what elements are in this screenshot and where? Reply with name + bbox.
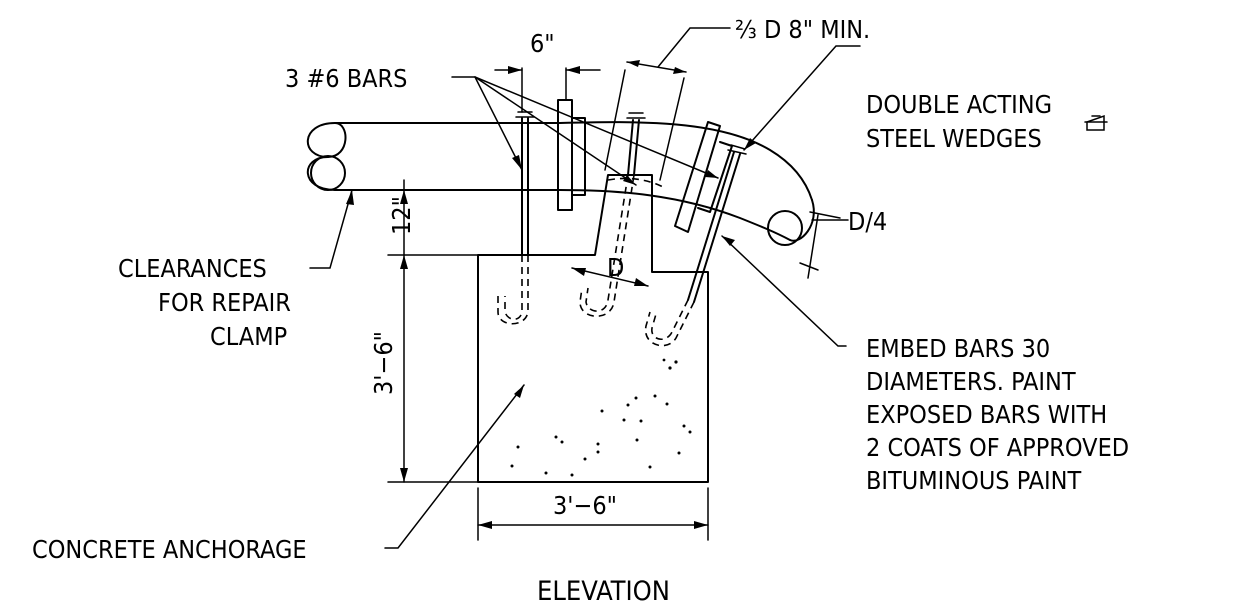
drawing-title: ELEVATION	[537, 576, 670, 606]
bars-label: 3 #6 BARS	[285, 64, 407, 93]
d-quarter-dimension	[799, 211, 849, 279]
bars-leader	[451, 76, 719, 186]
clearances-label-line2: FOR REPAIR	[158, 288, 291, 317]
embed-label-line1: EMBED BARS 30	[866, 334, 1050, 363]
d-quarter-label: D/4	[848, 207, 887, 236]
height-dim-label: 3'−6"	[369, 331, 398, 395]
clearances-label-line3: CLAMP	[210, 322, 287, 351]
width-dimension	[477, 487, 709, 541]
embed-label-line2: DIAMETERS. PAINT	[866, 367, 1076, 396]
d-label: D	[607, 253, 624, 282]
two-thirds-d-dimension	[604, 27, 731, 181]
concrete-anchorage-block	[477, 174, 709, 483]
clearances-label-line1: CLEARANCES	[118, 254, 267, 283]
anchor-bars	[497, 111, 747, 347]
embed-leader	[721, 235, 847, 347]
embed-label-line4: 2 COATS OF APPROVED	[866, 433, 1129, 462]
twelve-inch-label: 12"	[387, 196, 416, 235]
two-thirds-d-label: ⅔ D 8" MIN.	[735, 15, 870, 44]
wedge-flange	[674, 121, 733, 233]
height-dimension	[387, 254, 479, 483]
clearance-dimension	[309, 179, 479, 269]
coupling-flange	[557, 99, 586, 211]
concrete-leader	[384, 384, 525, 549]
wedges-label-line2: STEEL WEDGES	[866, 124, 1042, 153]
concrete-label: CONCRETE ANCHORAGE	[32, 535, 307, 564]
six-inch-label: 6"	[530, 29, 555, 58]
pipe	[306, 121, 815, 246]
wedges-label-line1: DOUBLE ACTING	[866, 90, 1052, 119]
width-dim-label: 3'−6"	[553, 491, 617, 520]
embed-label-line3: EXPOSED BARS WITH	[866, 400, 1107, 429]
embed-label-line5: BITUMINOUS PAINT	[866, 466, 1082, 495]
six-inch-dimension	[494, 66, 601, 113]
wedges-leader	[743, 45, 1108, 151]
d-dimension	[571, 267, 649, 287]
